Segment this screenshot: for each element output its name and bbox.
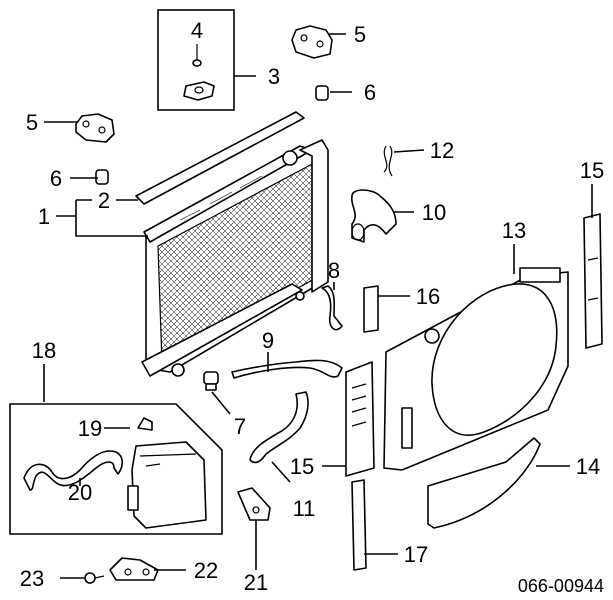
callout-labels: 1 2 3 4 5 5 6 6 7 8 9 10 11 12 13 14 15 … bbox=[20, 18, 604, 595]
callout-5-left: 5 bbox=[26, 110, 38, 135]
callout-22: 22 bbox=[194, 558, 218, 583]
strip-17 bbox=[351, 479, 367, 571]
callout-15-right: 15 bbox=[580, 158, 604, 183]
callout-12: 12 bbox=[430, 138, 454, 163]
callout-11: 11 bbox=[293, 496, 316, 521]
callout-1: 1 bbox=[38, 204, 50, 229]
diagram-code: 066-00944 bbox=[518, 576, 604, 596]
bolt-4 bbox=[192, 44, 202, 67]
bracket-3 bbox=[183, 81, 215, 101]
reservoir-box-18 bbox=[9, 403, 223, 535]
callout-16: 16 bbox=[416, 284, 440, 309]
grommet-6-top bbox=[315, 85, 329, 101]
hose-11 bbox=[249, 391, 309, 464]
callout-19: 19 bbox=[78, 416, 102, 441]
grommet-6-left bbox=[95, 169, 109, 185]
hose-8 bbox=[321, 285, 343, 331]
callout-8: 8 bbox=[328, 258, 340, 283]
shroud-15-center bbox=[345, 361, 375, 477]
callout-15-center: 15 bbox=[290, 454, 314, 479]
callout-2: 2 bbox=[98, 188, 110, 213]
shroud-15-right bbox=[583, 213, 603, 349]
callout-4: 4 bbox=[191, 18, 203, 43]
bolt-23 bbox=[84, 572, 105, 584]
upper-hose-10 bbox=[350, 189, 397, 243]
reservoir-tank bbox=[131, 441, 207, 529]
callout-18: 18 bbox=[32, 338, 56, 363]
hose-12 bbox=[383, 145, 393, 177]
cap-19 bbox=[137, 417, 153, 431]
callout-14: 14 bbox=[576, 454, 600, 479]
callout-10: 10 bbox=[422, 200, 446, 225]
callout-21: 21 bbox=[244, 570, 268, 595]
callout-13: 13 bbox=[502, 218, 526, 243]
callout-6-left: 6 bbox=[50, 166, 62, 191]
kit-box-3 bbox=[157, 9, 235, 111]
lower-shroud-14 bbox=[427, 437, 541, 529]
hose-20 bbox=[23, 450, 124, 491]
bracket-21 bbox=[237, 487, 271, 521]
callout-20: 20 bbox=[68, 480, 92, 505]
drain-plug-7 bbox=[203, 371, 219, 391]
seal-strip-2 bbox=[135, 111, 305, 205]
fan-shroud-13 bbox=[383, 267, 569, 471]
mount-5-top bbox=[291, 25, 333, 59]
callout-17: 17 bbox=[404, 542, 428, 567]
callout-6-top: 6 bbox=[364, 80, 376, 105]
callout-9: 9 bbox=[262, 328, 274, 353]
bracket-16 bbox=[363, 285, 379, 333]
mount-5-left bbox=[75, 113, 115, 143]
callout-5-top: 5 bbox=[354, 22, 366, 47]
callout-3: 3 bbox=[268, 64, 280, 89]
lower-hose-9 bbox=[231, 359, 343, 379]
bracket-22 bbox=[109, 557, 159, 581]
radiator-1 bbox=[141, 139, 329, 377]
callout-7: 7 bbox=[234, 414, 246, 439]
leader-lines bbox=[43, 33, 593, 579]
callout-23: 23 bbox=[20, 566, 44, 591]
